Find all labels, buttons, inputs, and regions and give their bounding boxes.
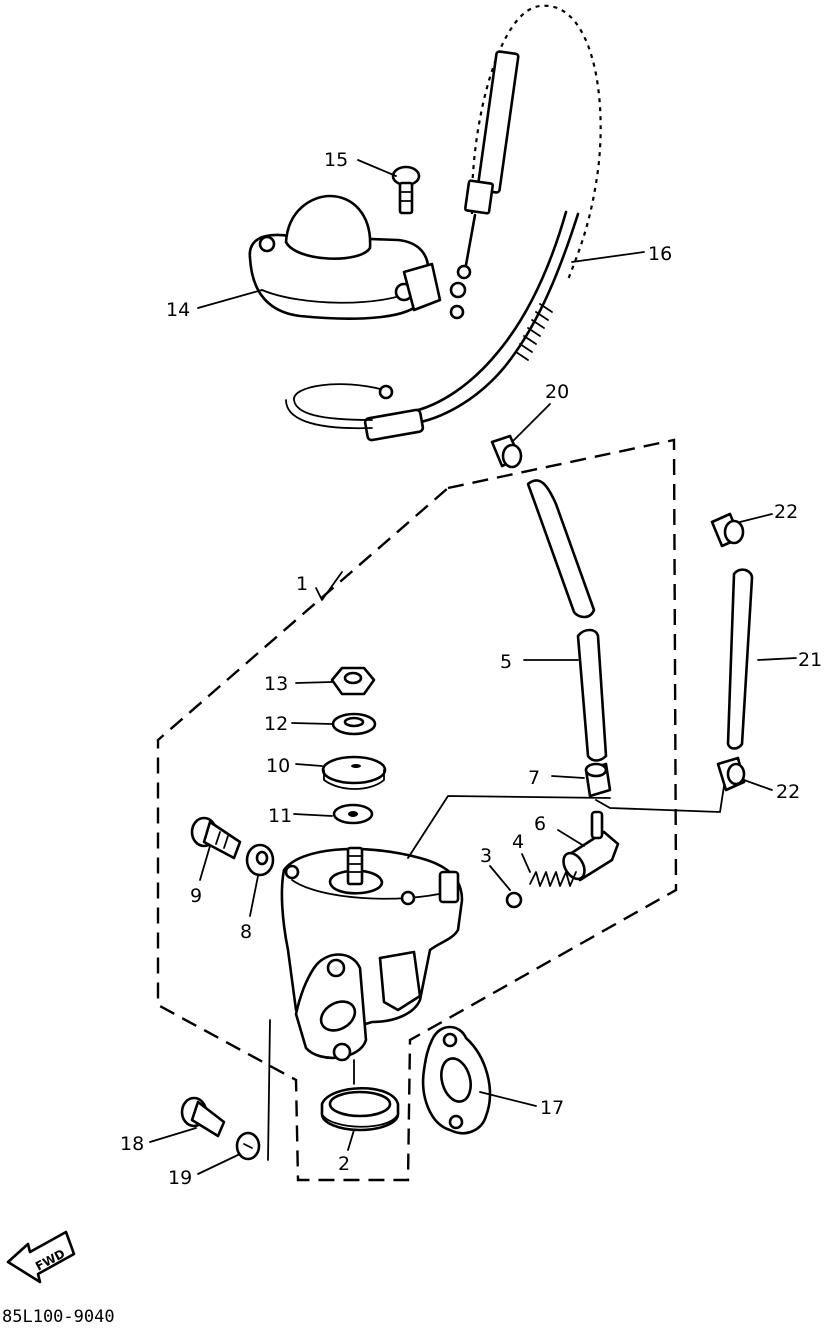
callout-7: 7 [528, 767, 540, 789]
callout-13: 13 [264, 673, 288, 695]
callout-16: 16 [648, 243, 672, 265]
callout-9: 9 [190, 885, 202, 907]
clamp-part-22-top [710, 512, 745, 548]
washer-part-11 [332, 803, 374, 825]
callout-1: 1 [296, 573, 308, 595]
cable-end-rod [449, 50, 520, 320]
callout-6: 6 [534, 813, 546, 835]
bolt-part-9 [190, 816, 242, 860]
callout-11: 11 [268, 805, 292, 827]
connector-line [595, 785, 725, 813]
callout-5: 5 [500, 651, 512, 673]
cable-loop [470, 4, 602, 281]
cover-part-14 [248, 194, 442, 320]
leader-1 [315, 571, 343, 601]
diaphragm-part-10 [321, 755, 387, 790]
hose-part-5 [576, 628, 608, 762]
elbow-part-6 [562, 810, 620, 882]
leader-body [407, 795, 611, 859]
bolt-part-18 [180, 1096, 226, 1138]
assembly-boundary [156, 438, 678, 1182]
gasket-part-17 [421, 1025, 492, 1135]
fwd-arrow-icon: FWD [6, 1230, 76, 1284]
seal-part-2 [320, 1087, 400, 1132]
callout-10: 10 [266, 755, 290, 777]
callout-4: 4 [512, 831, 524, 853]
washer-part-8 [245, 843, 275, 877]
callout-21: 21 [798, 649, 822, 671]
callout-18: 18 [120, 1133, 144, 1155]
callout-12: 12 [264, 713, 288, 735]
hose-upper [526, 479, 596, 619]
screw-part-15 [391, 165, 421, 215]
ball-part-3 [505, 891, 523, 909]
fuel-pump-body [280, 846, 464, 1062]
callout-20: 20 [545, 381, 569, 403]
hose-part-21 [726, 568, 754, 750]
callout-22-top: 22 [774, 501, 798, 523]
nut-part-13 [330, 666, 376, 696]
leader-lines [149, 159, 797, 1175]
callout-14: 14 [166, 299, 190, 321]
callout-19: 19 [168, 1167, 192, 1189]
clamp-part-22-bottom [716, 756, 746, 792]
callout-22-bottom: 22 [776, 781, 800, 803]
washer-part-19 [235, 1131, 261, 1161]
spring-part-4 [529, 871, 577, 887]
callout-2: 2 [338, 1153, 350, 1175]
callout-17: 17 [540, 1097, 564, 1119]
callout-8: 8 [240, 921, 252, 943]
leader-side [267, 1019, 271, 1161]
hose-part-16 [285, 210, 580, 442]
drawing-code: 85L100-9040 [2, 1307, 115, 1327]
callout-15: 15 [324, 149, 348, 171]
callout-3: 3 [480, 845, 492, 867]
fitting-part-7 [584, 762, 612, 798]
washer-part-12 [331, 712, 377, 736]
clamp-part-20 [490, 434, 523, 469]
